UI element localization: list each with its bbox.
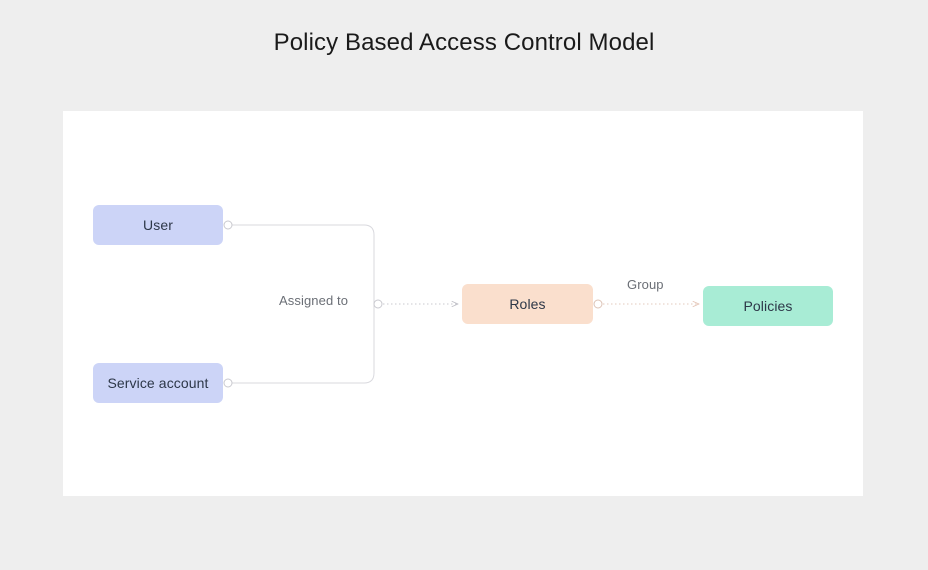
- user-port-icon: [223, 220, 233, 230]
- diagram-connectors: [223, 220, 863, 388]
- node-service-account-label: Service account: [107, 375, 209, 391]
- edge-label-assigned-to: Assigned to: [279, 293, 349, 308]
- node-policies[interactable]: Policies: [703, 286, 833, 326]
- diagram-canvas[interactable]: User Service account Roles Policies Assi…: [63, 111, 863, 496]
- junction-port-icon: [373, 299, 383, 309]
- service-account-port-icon: [223, 378, 233, 388]
- node-roles[interactable]: Roles: [462, 284, 593, 324]
- node-user-label: User: [143, 217, 173, 233]
- node-policies-label: Policies: [743, 298, 793, 314]
- node-user[interactable]: User: [93, 205, 223, 245]
- edge-label-group: Group: [627, 277, 664, 292]
- roles-port-icon: [593, 299, 603, 309]
- node-service-account[interactable]: Service account: [93, 363, 223, 403]
- node-roles-label: Roles: [509, 296, 546, 312]
- page-title: Policy Based Access Control Model: [273, 29, 655, 56]
